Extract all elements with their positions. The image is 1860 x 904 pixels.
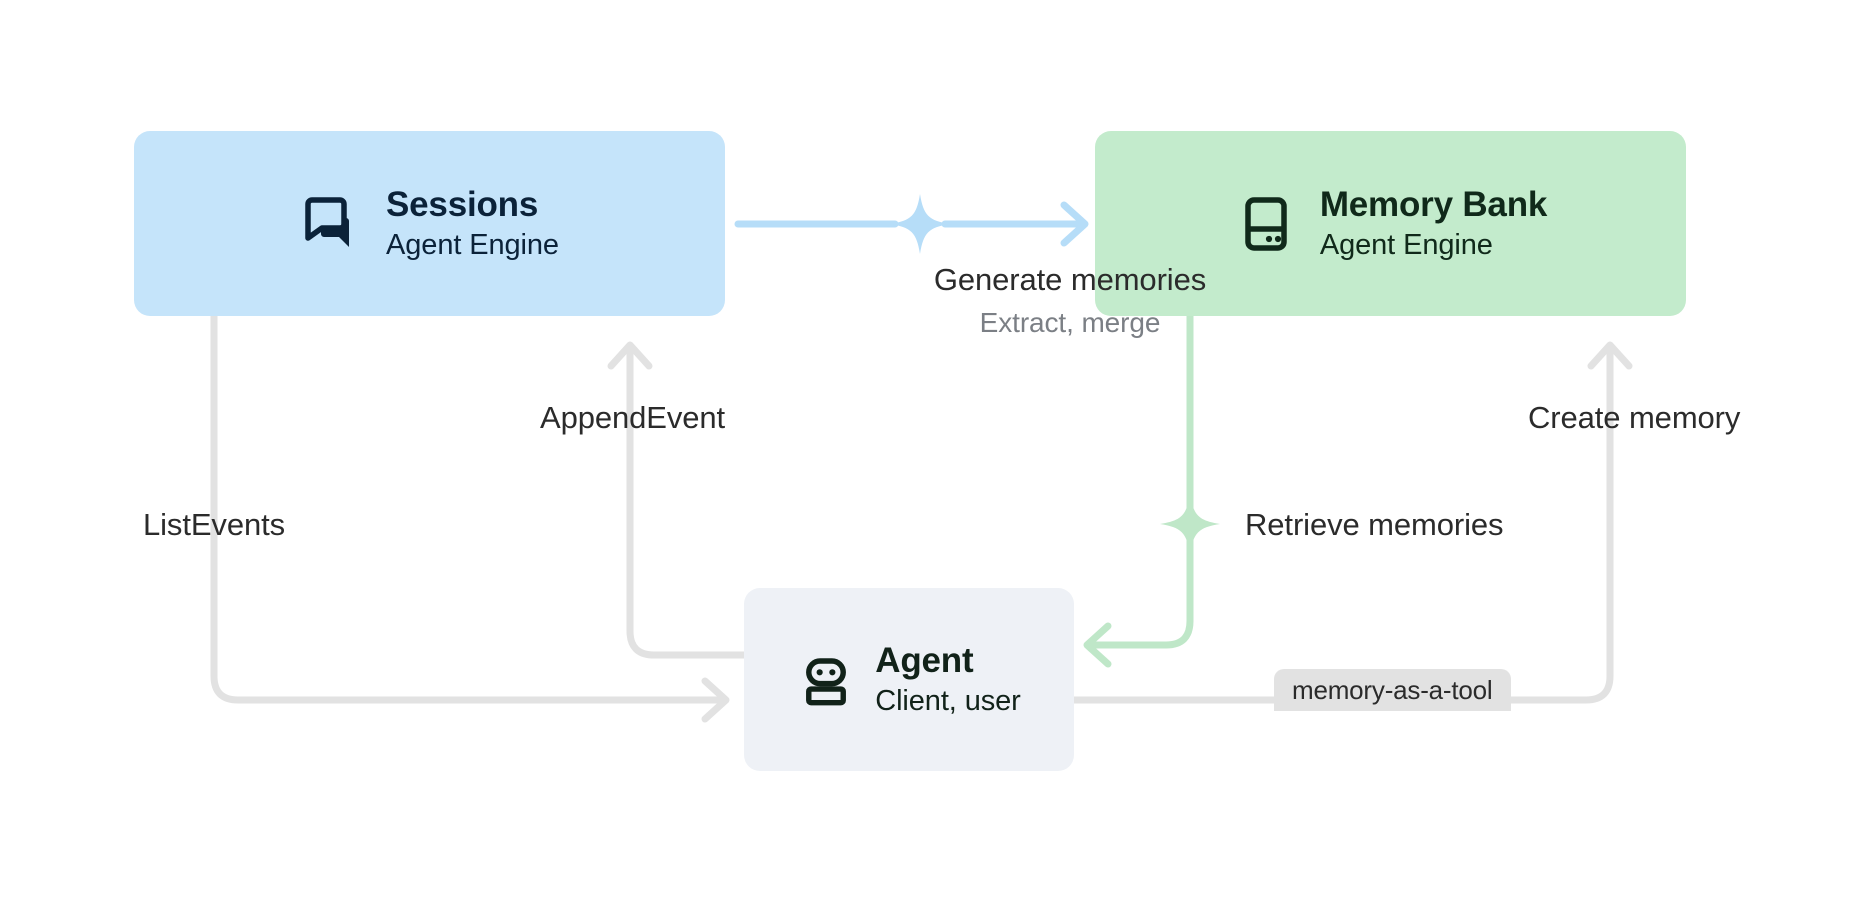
- node-agent-content: Agent Client, user: [797, 641, 1021, 717]
- node-memory-bank[interactable]: Memory Bank Agent Engine: [1095, 131, 1686, 316]
- edge-label-generate-memories-secondary: Extract, merge: [979, 307, 1161, 338]
- node-memory-bank-subtitle: Agent Engine: [1319, 229, 1493, 261]
- node-agent[interactable]: Agent Client, user: [744, 588, 1074, 771]
- sparkle-icon: [1160, 494, 1220, 554]
- edge-list-events-arrowhead: [701, 677, 730, 723]
- edge-label-create-memory-primary: Create memory: [1528, 400, 1741, 435]
- chip-memory-as-a-tool: memory-as-a-tool: [1274, 669, 1511, 711]
- node-sessions-content: Sessions Agent Engine: [300, 187, 559, 260]
- edge-retrieve-memories-path: [1086, 312, 1194, 649]
- edge-label-append-event: AppendEvent: [540, 400, 725, 436]
- node-agent-text: Agent Client, user: [875, 641, 1021, 717]
- chip-memory-as-a-tool-label: memory-as-a-tool: [1292, 674, 1493, 705]
- edge-retrieve-memories-arrowhead: [1083, 622, 1112, 668]
- node-sessions-subtitle: Agent Engine: [386, 229, 559, 261]
- edge-label-generate-memories: Generate memories Extract, merge: [930, 262, 1210, 339]
- edge-label-create-memory: Create memory: [1528, 400, 1740, 436]
- edge-label-retrieve-memories-primary: Retrieve memories: [1245, 507, 1504, 542]
- edge-label-append-event-primary: AppendEvent: [540, 400, 726, 435]
- edge-create-memory-path: [1069, 344, 1614, 704]
- edge-label-list-events: ListEvents: [143, 507, 285, 543]
- node-agent-title: Agent: [875, 641, 974, 680]
- chat-bubbles-icon: [305, 196, 350, 247]
- robot-icon: [806, 657, 847, 705]
- node-sessions[interactable]: Sessions Agent Engine: [134, 131, 725, 316]
- node-memory-bank-title: Memory Bank: [1319, 185, 1548, 224]
- node-sessions-title: Sessions: [386, 185, 539, 224]
- edge-list-events-path: [210, 312, 727, 704]
- node-agent-subtitle: Client, user: [875, 685, 1021, 717]
- edge-label-generate-memories-primary: Generate memories: [933, 262, 1207, 297]
- edge-append-event-arrowhead: [607, 341, 653, 370]
- edge-create-memory-arrowhead: [1587, 341, 1633, 370]
- edge-label-list-events-primary: ListEvents: [143, 507, 286, 542]
- edge-append-event-path: [626, 344, 748, 659]
- node-memory-bank-text: Memory Bank Agent Engine: [1319, 185, 1548, 261]
- edge-generate-memories-arrowhead: [1060, 201, 1089, 247]
- node-memory-bank-content: Memory Bank Agent Engine: [1234, 187, 1547, 260]
- sparkle-icon: [890, 194, 950, 254]
- node-sessions-text: Sessions Agent Engine: [386, 187, 559, 260]
- memory-bank-icon: [1245, 196, 1287, 251]
- edge-label-retrieve-memories: Retrieve memories: [1245, 507, 1504, 543]
